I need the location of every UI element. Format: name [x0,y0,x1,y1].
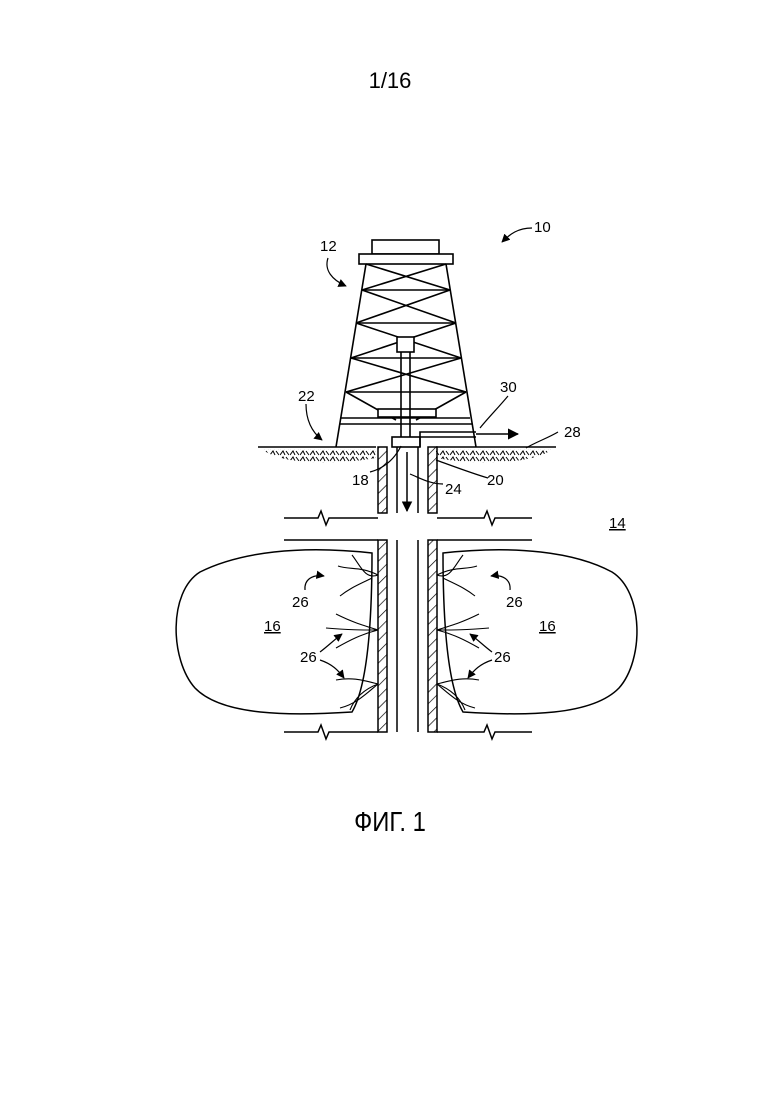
numeral-30: 30 [500,379,517,396]
numeral-26-ur: 26 [506,594,523,611]
numeral-22: 22 [298,388,315,405]
numeral-28: 28 [564,424,581,441]
crown-block [372,240,439,254]
wellbore [378,447,437,732]
wellhead-piping [392,432,518,447]
numeral-10: 10 [534,219,551,236]
figure-caption: ФИГ. 1 [59,806,722,838]
numeral-24: 24 [445,481,462,498]
formation-break-lines [284,511,532,739]
reference-numerals: 10 12 22 30 28 18 24 20 14 16 16 26 26 2… [264,219,626,666]
numeral-18: 18 [352,472,369,489]
numeral-16-left: 16 [264,618,281,635]
numeral-26-ll: 26 [300,649,317,666]
crown-platform [359,254,453,264]
numeral-14: 14 [609,515,626,532]
numeral-12: 12 [320,238,337,255]
drilling-rig [336,240,476,447]
numeral-20: 20 [487,472,504,489]
stimulated-zone-right [437,550,637,714]
numeral-26-ul: 26 [292,594,309,611]
numeral-26-lr: 26 [494,649,511,666]
numeral-16-right: 16 [539,618,556,635]
